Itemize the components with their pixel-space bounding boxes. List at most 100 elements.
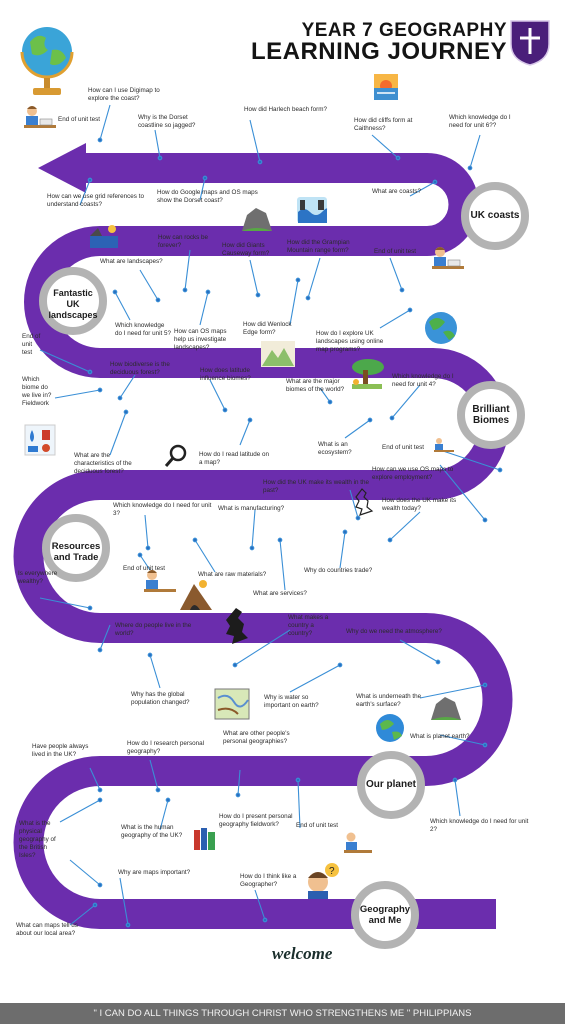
ring-our-planet xyxy=(357,751,425,819)
question-giants-causeway: How did Giants Causeway form? xyxy=(222,242,270,257)
ring-brilliant-biomes xyxy=(457,381,525,449)
question-end-unit-test-2: End of unit test xyxy=(374,248,417,255)
question-water-important: Why is water so important on earth? xyxy=(264,694,319,709)
question-need-atmosphere: Why do we need the atmosphere? xyxy=(346,628,442,635)
uk-outline-icon xyxy=(355,488,374,516)
geographer-icon: ? xyxy=(308,863,339,899)
question-people-always-uk: Have people always lived in the UK? xyxy=(32,743,89,758)
stage-resources-line1: Resources xyxy=(51,541,101,552)
question-ecosystem: What is an ecosystem? xyxy=(318,441,352,456)
seascape-icon xyxy=(90,225,118,248)
question-knowledge-unit-5: Which knowledge do I need for unit 5? xyxy=(115,322,172,337)
question-google-os-maps: How do Google maps and OS maps show the … xyxy=(157,189,258,204)
ring-geography-and-me xyxy=(351,881,419,949)
stage-brilliant-biomes: Brilliant Biomes xyxy=(456,404,526,426)
question-human-geography-uk: What is the human geography of the UK? xyxy=(121,824,183,839)
stage-resources-line2: and Trade xyxy=(53,552,99,563)
fieldwork-icon xyxy=(24,424,56,456)
question-dorset-jagged: Why is the Dorset coastline so jagged? xyxy=(138,114,196,129)
rock-icon-2 xyxy=(431,697,461,720)
question-latitude-biomes: How does latitude influence biomes? xyxy=(200,367,251,382)
question-research-personal: How do I research personal geography? xyxy=(127,740,205,755)
question-what-are-coasts: What are coasts? xyxy=(372,188,421,195)
question-present-fieldwork: How do I present personal geography fiel… xyxy=(219,813,293,828)
question-deciduous-biodiverse: How biodiverse is the deciduous forest? xyxy=(110,361,170,376)
rock-icon xyxy=(242,208,272,231)
leader-lines xyxy=(39,104,503,928)
globe-icon xyxy=(20,27,74,95)
question-knowledge-unit-2: Which knowledge do I need for unit 2? xyxy=(430,818,529,833)
stage-geography-and-me: Geography and Me xyxy=(350,904,420,926)
student-desk-icon-3 xyxy=(434,438,454,452)
question-country-a-country: What makes a country a country? xyxy=(288,614,329,637)
question-grid-references: How can we use grid references to unders… xyxy=(47,193,144,208)
mountain-icon xyxy=(261,341,295,367)
welcome-text: welcome xyxy=(272,944,333,963)
journey-path xyxy=(13,143,513,929)
ring-fantastic-uk-landscapes xyxy=(39,267,107,335)
question-cliffs-caithness: How did cliffs form at Caithness? xyxy=(354,117,413,132)
question-raw-materials: What are raw materials? xyxy=(198,571,267,578)
question-everywhere-wealthy: Is everywhere wealthy? xyxy=(18,570,58,585)
ring-resources-and-trade xyxy=(42,514,110,582)
books-icon xyxy=(194,828,215,850)
stage-fantastic-uk-landscapes: Fantastic UK landscapes xyxy=(38,288,108,321)
student-desk-icon-2 xyxy=(432,247,464,269)
question-knowledge-unit-4: Which knowledge do I need for unit 4? xyxy=(392,373,454,388)
question-online-map-programs: How do I explore UK landscapes using onl… xyxy=(316,330,384,353)
uk-map-icon xyxy=(226,608,248,644)
header-year-title: YEAR 7 GEOGRAPHY xyxy=(301,20,507,41)
question-os-maps-landscapes: How can OS maps help us investigate land… xyxy=(174,328,227,351)
sunset-icon xyxy=(374,74,398,100)
question-countries-trade: Why do countries trade? xyxy=(304,567,373,574)
mine-icon xyxy=(180,580,212,610)
question-wenlock-edge: How did Wenlock Edge form? xyxy=(243,321,292,336)
question-os-maps-employment: How can we use OS maps to explore employ… xyxy=(372,466,454,481)
earth-icon xyxy=(376,714,404,742)
question-maps-local-area: What can maps tell us about our local ar… xyxy=(16,922,78,937)
school-crest-icon xyxy=(510,20,550,66)
question-underneath-earth: What is underneath the earth's surface? xyxy=(356,693,422,708)
question-biome-we-live: Which biome do we live in? Fieldwork xyxy=(22,376,52,407)
question-where-people-live: Where do people live in the world? xyxy=(115,622,192,637)
question-think-geographer: How do I think like a Geographer? xyxy=(240,873,297,888)
question-end-unit-test-1: End of unit test xyxy=(58,116,101,123)
question-uk-wealth-past: How did the UK make its wealth in the pa… xyxy=(263,479,370,494)
student-desk-icon xyxy=(24,106,56,128)
world-map-icon xyxy=(214,688,250,720)
start-arrow xyxy=(38,143,86,193)
question-knowledge-unit-3: Which knowledge do I need for unit 3? xyxy=(113,502,212,517)
ring-uk-coasts xyxy=(461,182,529,250)
stage-our-planet: Our planet xyxy=(365,779,416,790)
stage-geography-line1: Geography xyxy=(359,904,411,915)
question-knowledge-unit-6: Which knowledge do I need for unit 6?? xyxy=(449,114,511,129)
svg-text:?: ? xyxy=(329,866,335,877)
forest-icon xyxy=(352,359,384,389)
magnifier-icon xyxy=(164,444,187,467)
question-digimap: How can I use Digimap to explore the coa… xyxy=(88,87,160,102)
student-desk-icon-5 xyxy=(344,832,372,853)
question-planet-earth: What is planet earth? xyxy=(410,733,470,740)
question-deciduous-characteristics: What are the characteristics of the deci… xyxy=(74,452,132,475)
question-uk-wealth-today: How does the UK make its wealth today? xyxy=(382,497,457,512)
stage-fantastic-line1: Fantastic xyxy=(53,288,93,298)
question-major-biomes: What are the major biomes of the world? xyxy=(286,378,345,393)
question-manufacturing: What is manufacturing? xyxy=(218,505,285,512)
header-journey-title: LEARNING JOURNEY xyxy=(250,38,507,65)
waves-icon xyxy=(297,197,328,223)
stage-biomes-line1: Brilliant xyxy=(472,404,510,415)
question-grampian-mountain: How did the Grampian Mountain range form… xyxy=(287,239,350,254)
question-maps-important: Why are maps important? xyxy=(118,869,191,876)
question-global-population: Why has the global population changed? xyxy=(131,691,190,706)
footer-quote: " I CAN DO ALL THINGS THROUGH CHRIST WHO… xyxy=(0,1003,565,1024)
question-end-unit-test-6: End of unit test xyxy=(296,822,339,829)
tree-earth-icon xyxy=(425,312,457,344)
question-other-personal-geographies: What are other people's personal geograp… xyxy=(223,730,290,745)
stage-biomes-line2: Biomes xyxy=(472,415,510,426)
student-desk-icon-4 xyxy=(144,570,176,592)
question-physical-british-isles: What is the physical geography of the Br… xyxy=(19,820,56,859)
stage-resources-and-trade: Resources and Trade xyxy=(41,541,111,563)
question-what-are-landscapes: What are landscapes? xyxy=(100,258,163,265)
stage-fantastic-line3: landscapes xyxy=(48,310,98,320)
